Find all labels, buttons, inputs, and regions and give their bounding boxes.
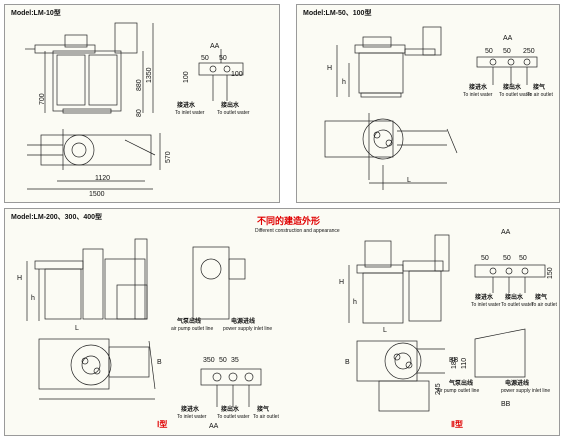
air-zh: 接气 [257, 407, 270, 413]
dim-l-2: L [383, 327, 387, 334]
water-in-en: To inlet water [463, 92, 493, 98]
title-zh: 不同的建造外形 [257, 216, 321, 226]
air-en-2: To air outlet [531, 302, 557, 308]
dim-50a: 50 [485, 48, 493, 55]
pump-en: air pump outlet line [171, 326, 214, 332]
air-zh-2: 接气 [535, 295, 548, 301]
dim-570: 570 [165, 151, 172, 163]
dim-b-2: B [345, 359, 350, 366]
dim-80: 80 [136, 109, 143, 117]
pump-zh-2: 气泵出线 [449, 381, 474, 387]
water-out-zh: 接出水 [503, 85, 522, 91]
water-out-en: To outlet water [499, 92, 532, 98]
dim-35: 35 [231, 357, 239, 364]
dim-h-small: h [342, 79, 346, 86]
aa-label-2: AA [501, 229, 511, 236]
water-in-zh: 接进水 [177, 103, 196, 109]
water-in-zh: 接进水 [469, 85, 488, 91]
model-label: Model:LM-200、300、400型 [11, 214, 103, 221]
air-out-en: To air outlet [527, 92, 553, 98]
dim-50: 50 [219, 357, 227, 364]
dim-l: L [75, 325, 79, 332]
power-en-2: power supply inlet line [501, 388, 551, 394]
dim-1120: 1120 [95, 175, 111, 182]
dim-50c: 50 [519, 255, 527, 262]
panel-lm50-100: Model:LM-50、100型 AA 50 50 250 H h L 接进水 … [296, 4, 560, 203]
dim-h-small: h [31, 295, 35, 302]
aa-label: AA [209, 423, 219, 430]
aa-label: AA [210, 43, 220, 50]
dim-350: 350 [203, 357, 215, 364]
inlet-50a: 50 [201, 55, 209, 62]
pump-en-2: air pump outlet line [437, 388, 480, 394]
water-in-zh-2: 接进水 [475, 295, 494, 301]
water-in-en-2: To inlet water [471, 302, 501, 308]
water-out-en: To outlet water [217, 110, 250, 116]
model-label: Model:LM-10型 [11, 10, 61, 17]
dim-50b: 50 [503, 255, 511, 262]
type-i-label: Ⅰ型 [157, 420, 168, 429]
dim-880: 880 [136, 79, 143, 91]
inlet-100b: 100 [231, 71, 243, 78]
dim-h-big-2: H [339, 279, 345, 286]
bb-label-2: BB [501, 401, 511, 408]
water-out-en-2: To outlet water [501, 302, 534, 308]
dim-h-big: H [327, 65, 333, 72]
lm10-drawing [25, 22, 244, 190]
air-out-zh: 接气 [533, 85, 546, 91]
lm200-drawing [26, 234, 546, 412]
dim-50b: 50 [503, 48, 511, 55]
water-out-zh-2: 接出水 [505, 295, 524, 301]
dim-h-small-2: h [353, 299, 357, 306]
bb-label-1: BB [449, 357, 459, 364]
pump-zh: 气泵出线 [177, 319, 202, 325]
panel-lm200-400: Model:LM-200、300、400型 不同的建造外形 Different … [4, 208, 560, 436]
dim-250: 250 [523, 48, 535, 55]
water-out-zh: 接出水 [221, 407, 240, 413]
dim-50a: 50 [481, 255, 489, 262]
dim-h-big: H [17, 275, 23, 282]
power-zh-2: 电源进线 [505, 381, 530, 387]
dim-b: B [157, 359, 162, 366]
dim-700: 700 [39, 93, 46, 105]
aa-label: AA [503, 35, 513, 42]
inlet-100a: 100 [183, 71, 190, 83]
panel-lm10: Model:LM-10型 700 880 1350 80 570 1120 15… [4, 4, 280, 203]
lm50-drawing [324, 26, 538, 190]
water-in-zh: 接进水 [181, 407, 200, 413]
type-ii-label: Ⅱ型 [451, 420, 463, 429]
water-out-zh: 接出水 [221, 103, 240, 109]
power-zh: 电源进线 [231, 319, 256, 325]
dim-110: 110 [461, 357, 468, 369]
title-en: Different construction and appearance [255, 228, 340, 234]
water-out-en: To outlet water [217, 414, 250, 420]
power-en: power supply inlet line [223, 326, 273, 332]
dim-1350: 1350 [146, 67, 153, 83]
dim-150: 150 [547, 267, 554, 279]
air-en: To air outlet [253, 414, 279, 420]
dim-l: L [407, 177, 411, 184]
water-in-en: To inlet water [177, 414, 207, 420]
model-label: Model:LM-50、100型 [303, 10, 372, 17]
dim-1500: 1500 [89, 191, 105, 198]
water-in-en: To inlet water [175, 110, 205, 116]
inlet-50b: 50 [219, 55, 227, 62]
